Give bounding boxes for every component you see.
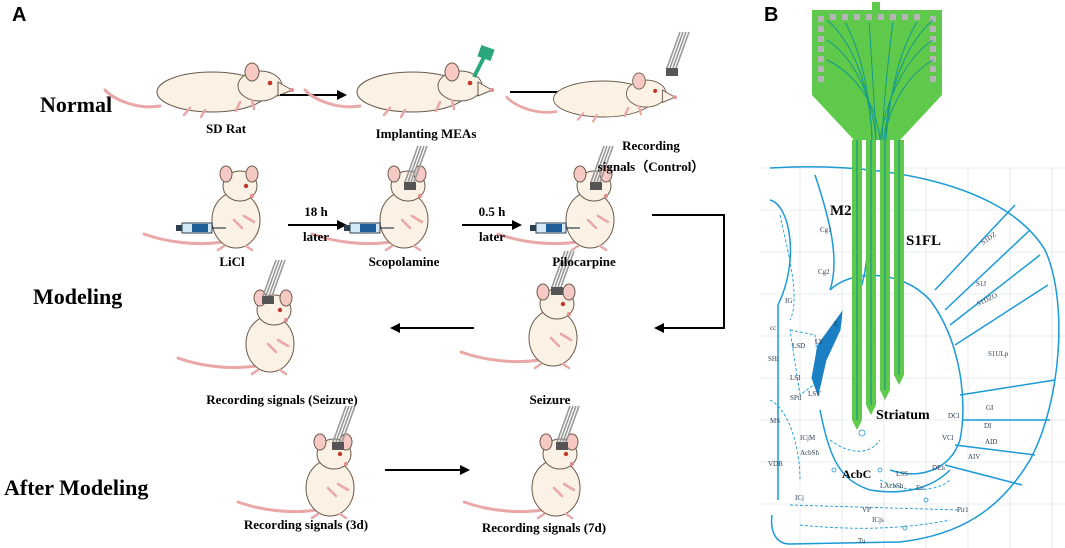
region-lsv: LSV [808,390,821,398]
caption-recording-control-line1: Recording [622,138,680,153]
region-shi: SHi [768,355,779,363]
region-tu: Tu [858,537,866,545]
probe-head [812,2,942,141]
region-lss: LSS [896,470,908,478]
region-s1dz: S1DZ [980,230,998,246]
panel-b-label: B [764,4,779,26]
region-icj: ICj [795,494,804,502]
caption-licl: LiCl [219,254,245,269]
row-label-modeling: Modeling [33,284,123,309]
region-cc: cc [770,324,776,332]
row-label-normal: Normal [40,92,113,117]
region-label-striatum: Striatum [876,408,930,423]
probe-shanks [852,140,904,430]
brain-atlas-probe-diagram: M2 S1FL Striatum AcbC Cg1 Cg2 IG cc E LV… [760,2,1065,548]
region-lsi: LSI [790,374,801,382]
region-vp: VP [862,506,871,514]
region-lv: LV [815,338,824,346]
region-gi: GI [986,404,994,412]
region-cg2: Cg2 [818,268,830,276]
caption-recording-seizure: Recording signals (Seizure) [206,392,358,407]
region-vdb: VDB [768,460,783,468]
mea-implant-icon [472,44,495,78]
region-dcl: DCl [948,412,960,420]
caption-seizure: Seizure [529,392,571,407]
region-ig: IG [785,297,792,305]
region-sptl: SPtl [790,394,802,402]
region-label-acbc: AcbC [842,467,871,481]
region-vcl: VCl [942,434,954,442]
region-en: En [916,484,924,492]
lateral-ventricle-shape [811,310,843,397]
region-lsd: LSD [792,342,805,350]
region-di: DI [984,422,992,430]
region-ms: MS [770,417,780,425]
arrow-pilocarpine-seizure [652,214,725,333]
recording-control-rat-figure [505,71,679,123]
caption-recording-3d: Recording signals (3d) [243,517,369,532]
caption-recording-7d: Recording signals (7d) [481,520,607,535]
atlas-grid [760,167,1065,548]
caption-implanting-meas: Implanting MEAs [375,126,477,141]
brain-outline [769,166,1060,545]
arrow-label-0-5h: 0.5 h later [478,204,506,244]
sd-rat-figure [103,61,296,119]
region-lacbsh: LAcbSh [880,482,904,490]
row-label-after-modeling: After Modeling [4,475,149,500]
region-cg1: Cg1 [820,226,832,234]
region-s1j: S1J [976,280,986,288]
licl-rat-figure [142,164,262,252]
scopolamine-rat-figure [310,164,430,252]
caption-recording-control-line2: signals（Control） [597,159,705,174]
seizure-rat-figure [459,282,579,370]
region-s1ulp: S1ULp [988,350,1009,358]
region-den: DEn [932,464,945,472]
recording-seizure-rat-figure [176,288,296,376]
caption-pilocarpine: Pilocarpine [552,254,616,269]
caption-sd-rat: SD Rat [205,121,247,136]
region-aid: AID [985,438,997,446]
region-ics: ICjs [872,516,884,524]
region-pir: Pir1 [957,506,969,514]
caption-scopolamine: Scopolamine [368,254,440,269]
region-aiv: AIV [968,453,980,461]
panel-a-illustration [103,31,725,520]
region-acbsh: AcbSh [800,449,820,457]
pilocarpine-rat-figure [496,164,616,252]
atlas-vessels [831,429,929,531]
panel-a-label: A [12,4,27,26]
arrow-label-18h: 18 h later [303,204,329,244]
implanting-rat-figure [303,61,496,119]
region-e: E [834,320,838,328]
region-label-s1fl: S1FL [906,233,941,249]
region-label-m2: M2 [830,203,852,219]
region-icjm: ICjM [800,434,816,442]
